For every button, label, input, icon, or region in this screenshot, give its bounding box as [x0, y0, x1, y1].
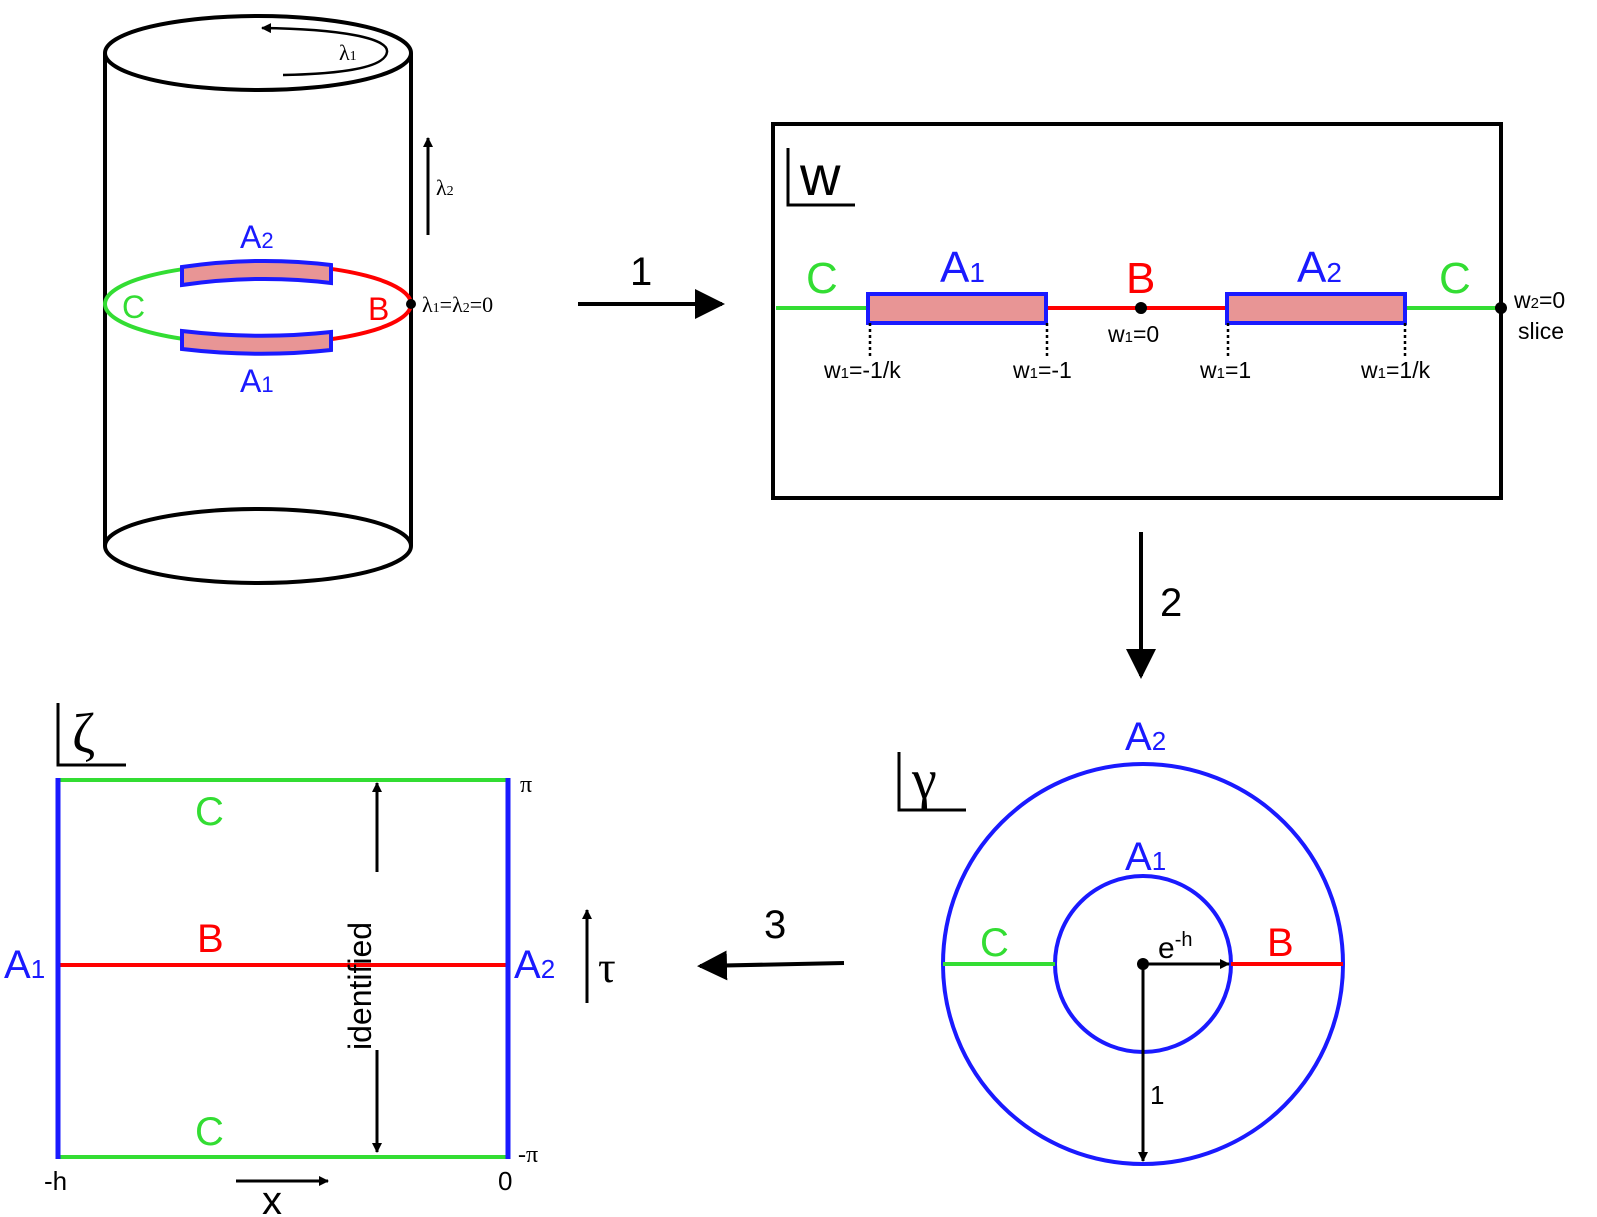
step-arrow-3: 3 [697, 903, 845, 981]
arrow-1-label: 1 [630, 250, 652, 294]
w-tick-label-4: w1=1/k [1360, 357, 1431, 383]
gamma-plane-panel: γ A2 A1 C B e-h 1 [897, 715, 1345, 1166]
w-tick-label-1: w1=-1/k [823, 357, 901, 383]
zeta-A1-label: A1 [4, 943, 45, 987]
zeta-x-right-label: 0 [498, 1166, 512, 1196]
cylinder-A1-label: A1 [240, 363, 274, 399]
cylinder-A1-band [180, 328, 333, 356]
zeta-x-left-label: -h [44, 1166, 67, 1196]
zeta-plane-corner [56, 703, 126, 767]
w-A1-segment [866, 292, 1048, 325]
w-C-left-label: C [806, 254, 838, 303]
gamma-plane-label: γ [911, 749, 937, 811]
w-slice-dot [1495, 302, 1507, 314]
w-B-label: B [1126, 254, 1155, 303]
zeta-B-label: B [197, 917, 224, 961]
cylinder-origin-dot [406, 299, 416, 309]
w-C-right-label: C [1439, 254, 1471, 303]
zeta-plane-label: ζ [72, 703, 95, 765]
zeta-C-bottom-label: C [195, 1110, 224, 1154]
gamma-C-label: C [980, 921, 1009, 965]
w-slice-label: w2=0 [1513, 287, 1565, 313]
step-arrow-1: 1 [578, 250, 725, 319]
cylinder-bottom-ellipse [103, 507, 413, 585]
zeta-x-axis-label: x [262, 1179, 282, 1217]
gamma-outer-label: A2 [1125, 715, 1166, 759]
lambda1-arrow [261, 23, 389, 77]
lambda2-label: λ2 [436, 175, 454, 200]
zeta-identified-label: identified [342, 922, 378, 1050]
zeta-plane-panel: ζ C B C A1 A2 identified τ π -π -h 0 x [4, 703, 616, 1217]
w-tick-label-3: w1=1 [1199, 357, 1251, 383]
w-center-dot [1135, 302, 1147, 314]
cylinder-origin-label: λ1=λ2=0 [422, 292, 493, 317]
w-tick-label-2: w1=-1 [1012, 357, 1072, 383]
cylinder-A2-band [180, 258, 333, 288]
gamma-plane-corner [897, 752, 966, 812]
w-center-label: w1=0 [1107, 321, 1159, 347]
gamma-inner-radius-label: e-h [1158, 929, 1192, 965]
lambda1-label: λ1 [339, 40, 357, 65]
cylinder-A2-label: A2 [240, 219, 274, 255]
zeta-tau-label: τ [598, 943, 616, 992]
zeta-C-top-label: C [195, 790, 224, 834]
arrow-2-label: 2 [1160, 581, 1182, 625]
cylinder-panel: λ1 λ2 A2 A1 C B λ1=λ2=0 [103, 14, 493, 585]
zeta-pi-top-label: π [520, 772, 532, 798]
w-A2-segment [1225, 292, 1407, 325]
w-slice-word: slice [1518, 318, 1564, 344]
gamma-outer-radius-label: 1 [1150, 1080, 1164, 1110]
w-A1-label: A1 [940, 243, 985, 292]
arrow-3-line [697, 950, 845, 981]
w-plane-panel: w C A1 B A2 C w1=0 w1=-1/k w1=-1 w1=1 w1… [771, 122, 1565, 500]
w-plane-corner [786, 148, 855, 207]
step-arrow-2: 2 [1126, 532, 1182, 679]
w-plane-label: w [799, 144, 841, 207]
gamma-inner-label: A1 [1125, 835, 1166, 879]
cylinder-B-label: B [368, 291, 389, 327]
gamma-B-label: B [1267, 921, 1294, 965]
w-A2-label: A2 [1297, 243, 1342, 292]
arrow-3-label: 3 [764, 903, 786, 947]
zeta-A2-label: A2 [514, 943, 555, 987]
cylinder-C-label: C [122, 289, 145, 325]
cylinder-top-ellipse [103, 14, 413, 92]
zeta-pi-bottom-label: -π [518, 1142, 538, 1168]
